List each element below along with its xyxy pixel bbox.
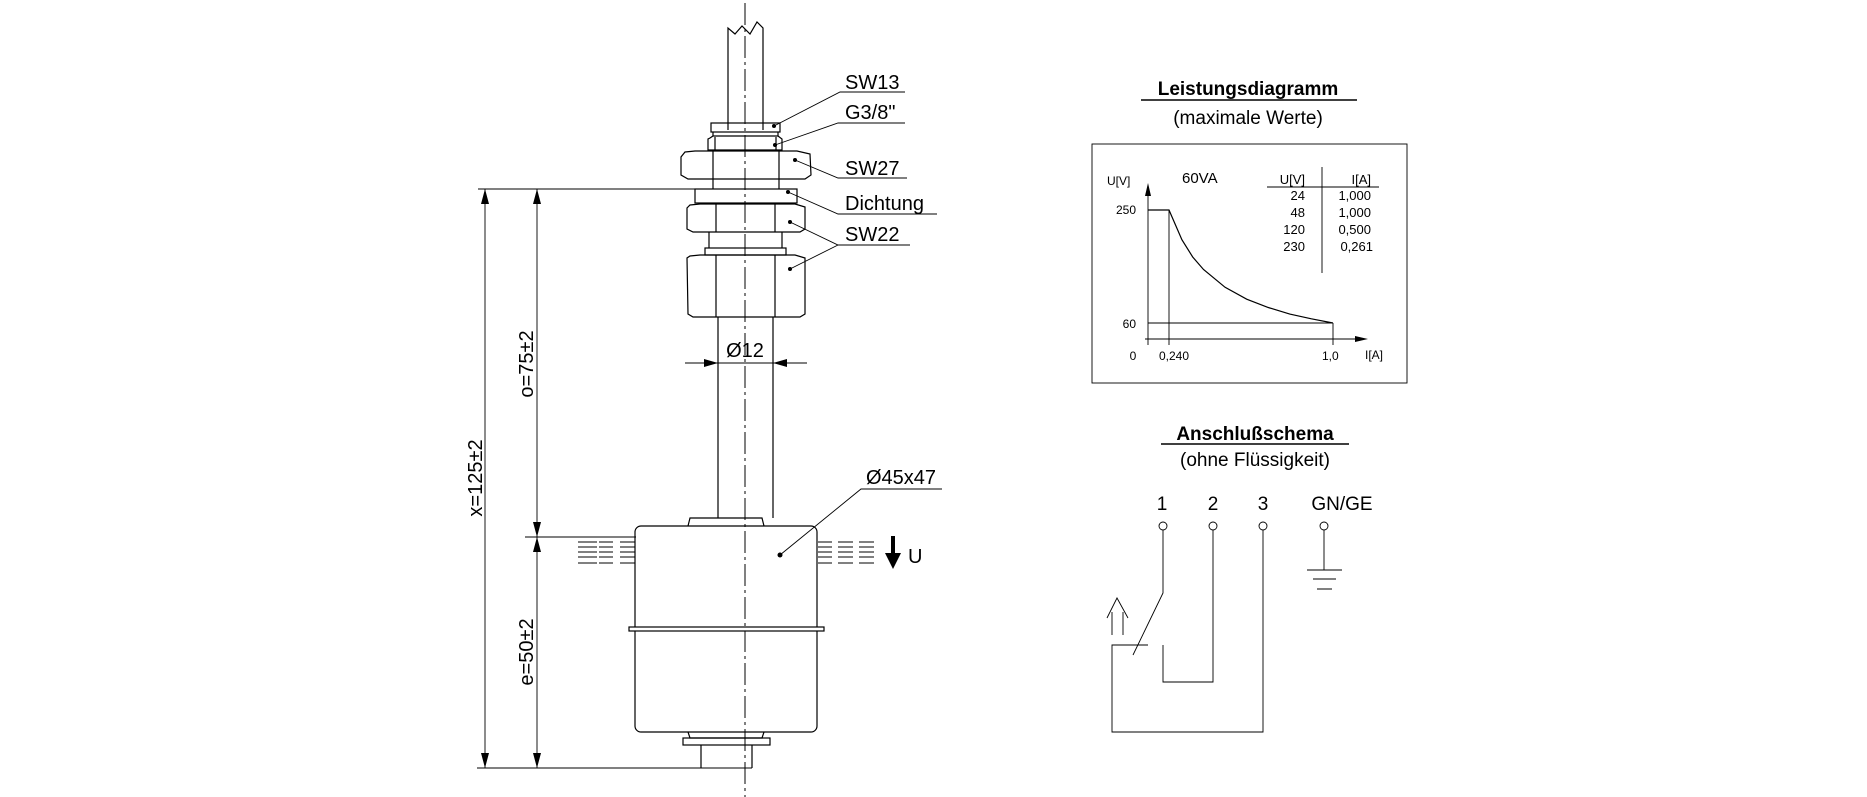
power-diagram-title: Leistungsdiagramm [1158,79,1339,100]
leader-lines [772,91,942,558]
ground-icon [1307,530,1342,590]
float-band [628,626,825,632]
x-axis-label: I[A] [1365,348,1383,362]
label-sw27: SW27 [845,158,899,180]
x-tick-1: 1,0 [1322,349,1339,363]
power-diagram: Leistungsdiagramm (maximale Werte) U[V] … [1091,79,1408,384]
table-header-u: U[V] [1280,172,1305,187]
table-cell: 1,000 [1338,188,1371,203]
x-tick-0: 0 [1130,349,1137,363]
terminal-3 [1258,521,1268,531]
nut-sw13 [710,122,781,133]
cable [727,21,764,130]
nut-sw22-upper [686,203,806,233]
down-arrow-icon [885,536,901,569]
direction-u-label: U [908,546,922,568]
float-top-collar [687,517,765,527]
float-bottom-flange [682,737,771,746]
wiring-title: Anschlußschema [1176,424,1334,445]
switch-contact [1132,530,1164,656]
label-sw22: SW22 [845,224,899,246]
float-switch-drawing: Ø12 U SW13 G3/8" SW27 Dichtung [465,3,942,797]
guide-tube [717,317,774,518]
liquid-level-marks [578,541,874,564]
nut-sw22-lower [686,254,806,318]
label-dichtung: Dichtung [845,193,924,215]
power-curve-60va [1148,209,1334,324]
up-arrow-icon [1106,597,1129,635]
y-tick-60: 60 [1123,317,1137,331]
dimension-e: e=50±2 [516,618,538,685]
terminal-1 [1158,521,1168,531]
table-header-i: I[A] [1351,172,1371,187]
y-axis-label: U[V] [1107,174,1130,188]
dimension-x: x=125±2 [465,439,487,516]
thread-g38 [707,135,783,151]
label-g38: G3/8" [845,102,895,124]
terminal-1-label: 1 [1157,494,1168,515]
label-sw13: SW13 [845,72,899,94]
table-cell: 0,261 [1340,239,1373,254]
table-cell: 48 [1291,205,1305,220]
wire-3 [1111,530,1264,733]
nut-sw27 [680,150,812,180]
wiring-subtitle: (ohne Flüssigkeit) [1180,450,1330,471]
terminal-ground [1319,521,1329,531]
y-tick-250: 250 [1116,203,1136,217]
wire-2 [1162,530,1214,683]
values-table: U[V] I[A] 24 1,000 48 1,000 120 0,500 23… [1267,167,1379,273]
table-cell: 120 [1283,222,1305,237]
terminal-3-label: 3 [1258,494,1269,515]
wiring-schema: Anschlußschema (ohne Flüssigkeit) 1 2 3 … [1106,424,1373,733]
diameter-12-dimension: Ø12 [685,340,807,367]
terminal-ground-label: GN/GE [1311,494,1372,515]
dimension-o: o=75±2 [516,330,538,397]
seal-dichtung [694,188,798,204]
power-label: 60VA [1182,170,1218,187]
x-tick-0240: 0,240 [1159,349,1189,363]
chart-frame [1091,143,1408,384]
dimension-lines [477,188,797,769]
label-diameter-45x47: Ø45x47 [866,467,936,489]
table-cell: 1,000 [1338,205,1371,220]
table-cell: 24 [1291,188,1305,203]
diameter-12-label: Ø12 [726,340,764,362]
power-diagram-subtitle: (maximale Werte) [1173,108,1323,129]
table-cell: 230 [1283,239,1305,254]
terminal-2 [1208,521,1218,531]
terminal-2-label: 2 [1208,494,1219,515]
table-cell: 0,500 [1338,222,1371,237]
